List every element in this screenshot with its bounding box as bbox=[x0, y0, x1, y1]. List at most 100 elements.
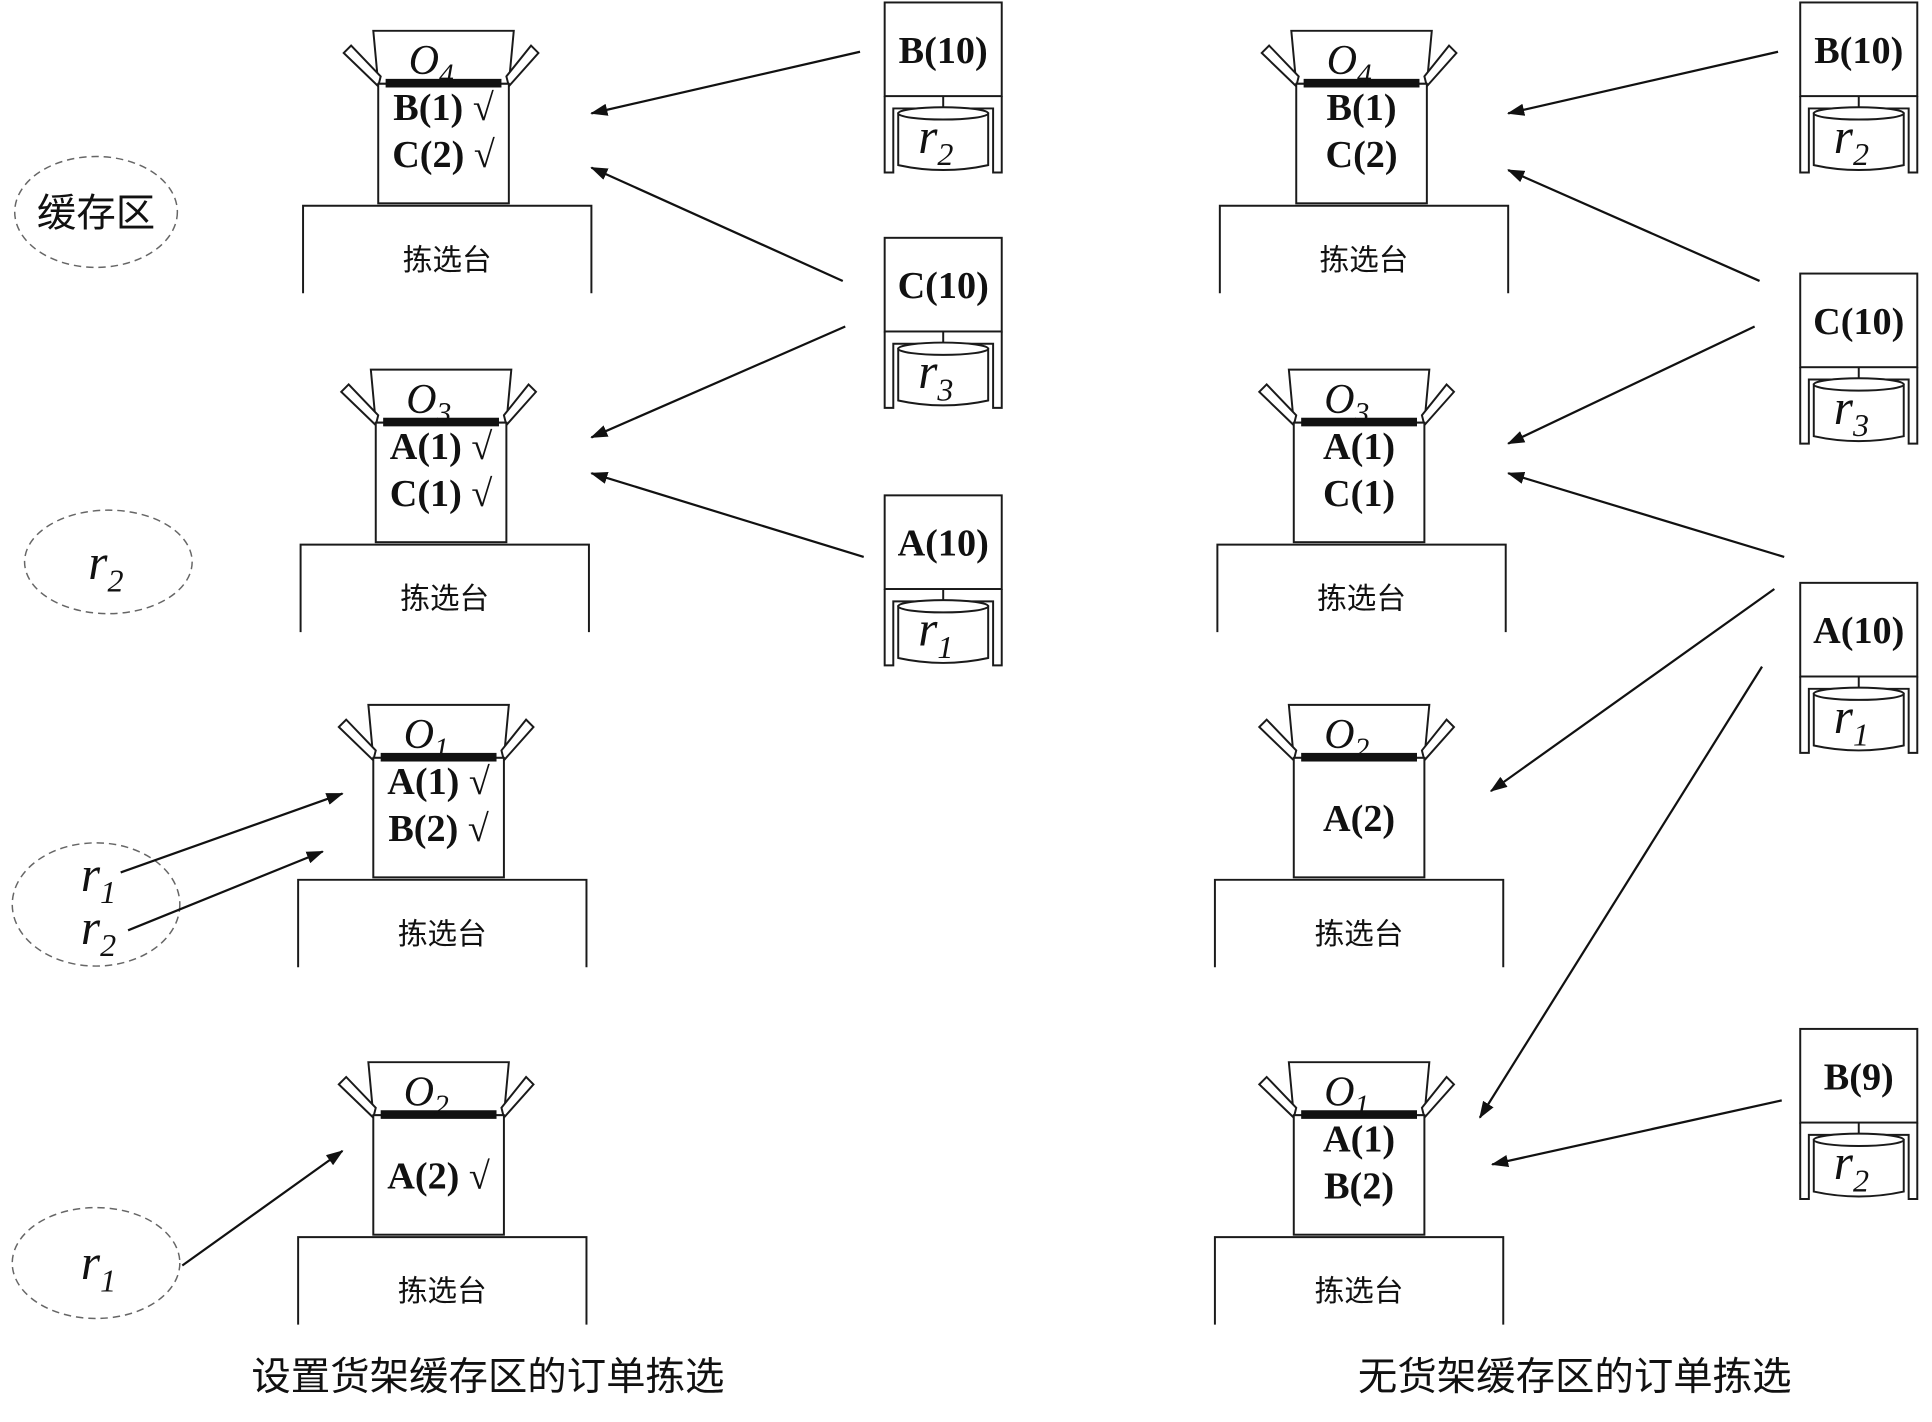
picking-table-label: 拣选台 bbox=[398, 917, 487, 951]
robot-icon bbox=[1812, 383, 1905, 443]
robot-id: r3 bbox=[918, 344, 953, 407]
order-line-item: C(1) √ bbox=[390, 473, 493, 515]
picking-station: O1A(1) √ B(2) √ 拣选台 bbox=[297, 703, 588, 968]
bin-flap-left bbox=[339, 383, 380, 428]
order-id: O3 bbox=[406, 377, 451, 430]
order-line-item: A(2) √ bbox=[387, 1155, 490, 1197]
bin-divider-bar bbox=[1301, 1110, 1417, 1119]
robot-icon bbox=[1812, 692, 1905, 752]
buffer-ellipse bbox=[11, 1206, 181, 1320]
robot-id: r2 bbox=[1834, 1135, 1869, 1198]
robot-id: r2 bbox=[918, 109, 953, 172]
bin-flap-right bbox=[1423, 44, 1458, 89]
flow-arrow bbox=[1478, 666, 1763, 1119]
flow-arrow bbox=[590, 472, 865, 559]
buffered-robot-group: r1 bbox=[11, 1206, 181, 1320]
order-line-item: B(2) √ bbox=[388, 808, 489, 850]
order-line-item: C(2) bbox=[1325, 134, 1397, 176]
bin-flap-right bbox=[1420, 1075, 1456, 1120]
robot-icon bbox=[897, 605, 990, 664]
order-id: O4 bbox=[1327, 38, 1372, 91]
order-line-item: A(1) bbox=[1323, 1119, 1395, 1161]
picking-table-label: 拣选台 bbox=[403, 243, 492, 277]
order-id: O1 bbox=[1324, 1069, 1369, 1122]
flow-arrow bbox=[1489, 588, 1775, 792]
shelf-with-robot: C(10) r3 bbox=[883, 236, 1003, 409]
robot-id: r1 bbox=[1834, 689, 1869, 752]
bin-divider-bar bbox=[380, 1110, 497, 1119]
shelf-with-robot: B(9)r2 bbox=[1799, 1027, 1919, 1200]
left-panel-caption: 设置货架缓存区的订单拣选 bbox=[251, 1354, 724, 1400]
flow-arrow bbox=[1506, 50, 1779, 116]
picking-table bbox=[299, 543, 590, 633]
order-bin bbox=[1292, 1114, 1426, 1236]
order-line-item: A(2) bbox=[1323, 798, 1395, 840]
flow-arrow bbox=[181, 1150, 344, 1267]
picking-table-label: 拣选台 bbox=[1320, 243, 1409, 277]
flow-arrow bbox=[1507, 325, 1756, 445]
shelf-box bbox=[1799, 1, 1919, 98]
shelf-label: C(10) bbox=[1813, 301, 1904, 343]
bin-flap-right bbox=[505, 44, 540, 89]
shelf-with-robot: B(10) r2 bbox=[883, 1, 1003, 174]
bin-divider-bar bbox=[1301, 752, 1417, 762]
shelf-label: C(10) bbox=[898, 265, 989, 307]
buffer-zone-ellipse bbox=[13, 155, 179, 269]
bin-flap-right bbox=[1420, 718, 1456, 763]
bin-flap-right bbox=[500, 1075, 535, 1120]
order-line-item: A(1) √ bbox=[390, 426, 493, 468]
shelf-with-robot: C(10)r3 bbox=[1799, 272, 1919, 445]
shelf-box bbox=[883, 1, 1003, 98]
robot-id: r2 bbox=[1834, 109, 1869, 172]
robot-id: r1 bbox=[918, 602, 953, 665]
bin-divider-bar bbox=[385, 78, 502, 88]
bin-flap-left bbox=[1257, 383, 1298, 428]
order-line-item: A(1) bbox=[1323, 426, 1395, 468]
order-id: O4 bbox=[409, 38, 454, 91]
picking-table bbox=[1216, 543, 1507, 633]
flow-arrow bbox=[120, 792, 344, 874]
picking-station: O1A(1)B(2)拣选台 bbox=[1213, 1061, 1505, 1325]
buffered-robot-group: r2 bbox=[23, 509, 193, 615]
bin-divider-bar bbox=[1303, 78, 1420, 88]
buffered-robot-id: r2 bbox=[88, 535, 123, 598]
bin-flap-left bbox=[1257, 718, 1298, 763]
order-line-item: A(1) √ bbox=[387, 761, 490, 803]
buffer-ellipse bbox=[11, 842, 181, 967]
order-id: O1 bbox=[404, 712, 449, 765]
flow-arrow bbox=[590, 50, 861, 116]
bin-flap-right bbox=[500, 718, 535, 763]
flow-arrow bbox=[590, 325, 846, 439]
picking-table bbox=[1213, 878, 1505, 968]
picking-table-label: 拣选台 bbox=[400, 582, 489, 616]
shelf-box bbox=[883, 494, 1003, 590]
buffer-zone-label: 缓存区 bbox=[37, 191, 155, 237]
shelf-with-robot: A(10)r1 bbox=[883, 494, 1003, 667]
flow-arrow bbox=[590, 166, 844, 282]
bin-flap-left bbox=[337, 1075, 377, 1120]
picking-station: O4B(1)C(2)拣选台 bbox=[1218, 29, 1510, 294]
order-line-item: C(2) √ bbox=[392, 134, 495, 176]
shelf-box bbox=[1799, 581, 1919, 678]
order-line-item: B(1) √ bbox=[393, 87, 494, 129]
picking-table bbox=[297, 1236, 588, 1325]
buffered-robot-id: r2 bbox=[81, 900, 116, 963]
flow-arrow bbox=[1507, 471, 1785, 559]
picking-table bbox=[297, 878, 588, 968]
buffered-robot-id: r1 bbox=[81, 847, 116, 910]
shelf-label: A(10) bbox=[1813, 610, 1904, 652]
flow-arrow bbox=[1507, 169, 1761, 282]
robot-icon bbox=[1812, 112, 1905, 172]
bin-flap-right bbox=[1420, 382, 1456, 428]
order-bin bbox=[377, 82, 510, 205]
shelf-label: B(10) bbox=[899, 30, 988, 72]
picking-station: O3A(1)C(1)拣选台 bbox=[1216, 368, 1507, 633]
order-bin bbox=[374, 421, 508, 544]
picking-station: O2A(2)拣选台 bbox=[1213, 703, 1505, 968]
shelf-with-robot: B(10)r2 bbox=[1799, 1, 1919, 174]
bin-flap-left bbox=[1260, 44, 1300, 89]
bin-divider-bar bbox=[383, 417, 499, 427]
bin-divider-bar bbox=[1301, 417, 1417, 427]
